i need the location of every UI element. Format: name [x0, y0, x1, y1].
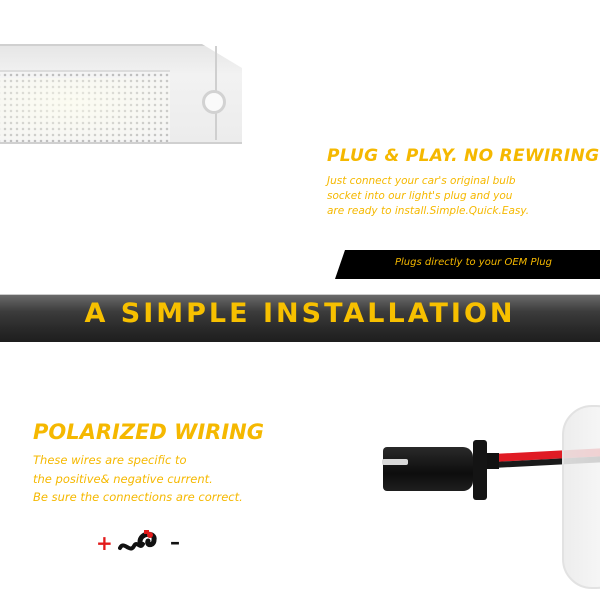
snake-wire-icon: [118, 530, 157, 551]
plus-icon: +: [96, 531, 113, 555]
mounting-hole: [202, 90, 226, 114]
plug-play-description: Just connect your car's original bulb so…: [327, 175, 530, 217]
socket-neck: [487, 453, 499, 469]
oem-tag-text: Plugs directly to your OEM Plug: [395, 257, 552, 268]
polarized-wiring-description: These wires are specific to the positive…: [33, 453, 243, 504]
socket-flange: [473, 440, 487, 500]
socket-contact-pin: [382, 459, 408, 465]
minus-icon: –: [170, 530, 180, 554]
t10-socket-body: [383, 447, 473, 491]
banner-title: A SIMPLE INSTALLATION: [84, 298, 516, 329]
installation-banner: [0, 294, 600, 342]
led-glow: [0, 78, 170, 140]
oem-tag-background: [335, 250, 600, 279]
plug-play-title: PLUG & PLAY. NO REWIRING: [327, 146, 600, 166]
polarized-wiring-title: POLARIZED WIRING: [33, 420, 264, 444]
light-lens: [562, 405, 600, 589]
